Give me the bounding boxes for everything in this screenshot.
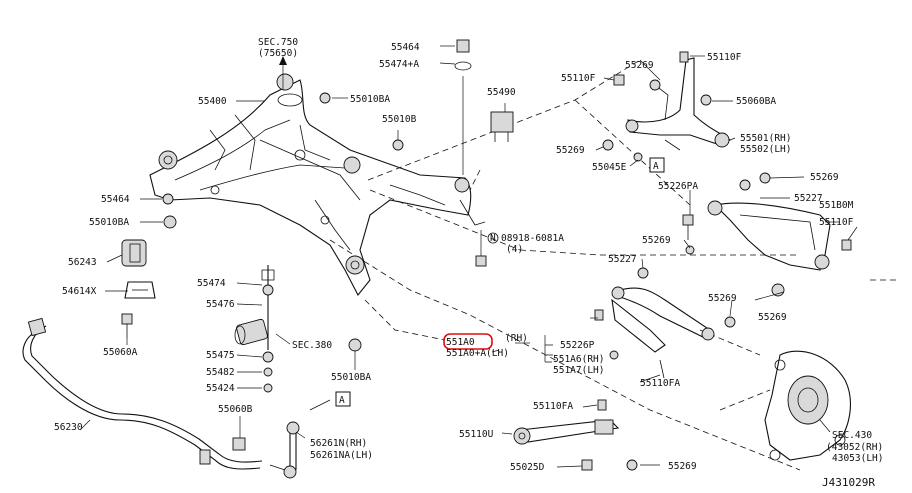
- lower-link-551b0m[interactable]: [682, 172, 852, 297]
- label-551a0-rh: (RH): [505, 333, 528, 344]
- label-55226pa: 55226PA: [658, 181, 698, 192]
- ref-a-right-text: A: [653, 161, 659, 172]
- label-55269-2: 55269: [556, 145, 585, 156]
- lower-link-551a0[interactable]: [594, 267, 736, 379]
- label-55060a: 55060A: [103, 347, 138, 358]
- sec750-arrow: [279, 56, 287, 90]
- part-labels: SEC.750 (75650) 55400 55464 55474+A 5501…: [54, 37, 883, 489]
- label-55110fa-1: 55110FA: [640, 378, 680, 389]
- label-55269-3: 55269: [810, 172, 839, 183]
- label-55227-1: 55227: [794, 193, 823, 204]
- label-55110u: 55110U: [459, 429, 494, 440]
- diagram-id: J431029R: [822, 476, 875, 489]
- ref-box-a-right: A: [649, 157, 665, 173]
- label-55464-left: 55464: [101, 194, 130, 205]
- label-55474: 55474: [197, 278, 226, 289]
- label-55045e: 55045E: [592, 162, 627, 173]
- label-55110f-2: 55110F: [561, 73, 596, 84]
- label-55424: 55424: [206, 383, 235, 394]
- toe-control-rod[interactable]: [513, 399, 638, 471]
- label-55269-1: 55269: [625, 60, 654, 71]
- label-551a0: 551A0: [446, 337, 475, 348]
- bolt-55060a[interactable]: [121, 313, 133, 338]
- upper-link[interactable]: [602, 51, 731, 162]
- label-56261n: 56261N(RH): [310, 438, 367, 449]
- label-55269-6: 55269: [758, 312, 787, 323]
- label-56261na: 56261NA(LH): [310, 450, 373, 461]
- stabilizer-bar[interactable]: [22, 317, 263, 470]
- label-55060b: 55060B: [218, 404, 253, 415]
- leader-lines: [79, 45, 858, 468]
- label-08918: 08918-6081A: [501, 233, 564, 244]
- label-55464-top: 55464: [391, 42, 420, 53]
- label-sec430: SEC.430: [832, 430, 872, 441]
- stabilizer-clamp[interactable]: [124, 281, 156, 299]
- label-551b0m: 551B0M: [819, 200, 854, 211]
- label-55482: 55482: [206, 367, 235, 378]
- label-55110f-3: 55110F: [819, 217, 854, 228]
- label-n-symbol: N: [490, 233, 496, 244]
- label-08918-qty: (4): [506, 244, 523, 255]
- rear-suspension-member[interactable]: [149, 73, 486, 297]
- label-55060ba: 55060BA: [736, 96, 776, 107]
- label-43053: 43053(LH): [832, 453, 883, 464]
- label-55400: 55400: [198, 96, 227, 107]
- label-55474a-top: 55474+A: [379, 59, 419, 70]
- label-sec750: SEC.750: [258, 37, 298, 48]
- mount-parts-top[interactable]: [162, 39, 472, 229]
- highlight-551a0: [443, 333, 493, 350]
- ref-box-a-left: A: [335, 391, 351, 407]
- label-56243: 56243: [68, 257, 97, 268]
- nut-55060b[interactable]: [232, 437, 246, 451]
- label-55010b: 55010B: [382, 114, 417, 125]
- label-55010ba-top: 55010BA: [350, 94, 390, 105]
- ref-a-left-text: A: [339, 395, 345, 406]
- label-551a0a: 551A0+A(LH): [446, 348, 509, 359]
- label-55490: 55490: [487, 87, 516, 98]
- stabilizer-connecting-rod[interactable]: [269, 421, 300, 479]
- nut-08918[interactable]: [475, 230, 487, 267]
- label-55226p: 55226P: [560, 340, 595, 351]
- label-55269-4: 55269: [642, 235, 671, 246]
- label-551a6: 551A6(RH): [553, 354, 604, 365]
- bushing-assembly[interactable]: [234, 265, 275, 393]
- label-56230: 56230: [54, 422, 83, 433]
- bracket-55490[interactable]: [490, 111, 514, 142]
- label-43052: (43052(RH): [826, 442, 883, 453]
- label-55110f-1: 55110F: [707, 52, 742, 63]
- label-55501: 55501(RH): [740, 133, 791, 144]
- label-55269-7: 55269: [668, 461, 697, 472]
- stabilizer-bushing[interactable]: [121, 239, 147, 267]
- label-55025d: 55025D: [510, 462, 545, 473]
- label-55502: 55502(LH): [740, 144, 791, 155]
- label-sec380: SEC.380: [292, 340, 332, 351]
- label-55010ba-mid: 55010BA: [331, 372, 371, 383]
- nut-55010ba-mid[interactable]: [348, 338, 362, 352]
- label-55269-5: 55269: [708, 293, 737, 304]
- label-55110fa-2: 55110FA: [533, 401, 573, 412]
- label-55475: 55475: [206, 350, 235, 361]
- label-551a7: 551A7(LH): [553, 365, 604, 376]
- label-54614x: 54614X: [62, 286, 97, 297]
- axle-housing[interactable]: [764, 350, 851, 461]
- label-55010ba-left: 55010BA: [89, 217, 129, 228]
- label-sec750-ref: (75650): [258, 48, 298, 59]
- label-55227-2: 55227: [608, 254, 637, 265]
- label-55476: 55476: [206, 299, 235, 310]
